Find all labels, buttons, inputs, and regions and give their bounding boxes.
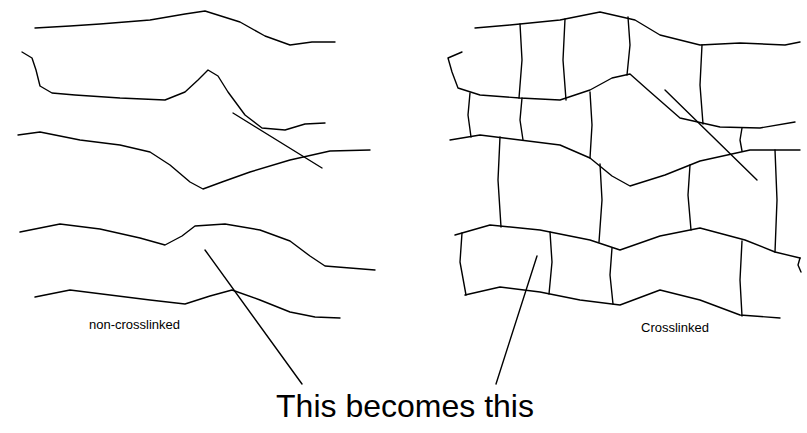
- crosslink: [590, 92, 592, 158]
- polymer-chain: [233, 113, 322, 168]
- polymer-chain: [18, 132, 370, 189]
- polymer-chain: [35, 11, 335, 45]
- polymer-chain: [450, 135, 800, 186]
- crosslink: [599, 164, 602, 242]
- polymer-chain: [22, 52, 325, 130]
- crosslink: [775, 150, 777, 252]
- crosslink: [520, 98, 523, 140]
- panel-label: non-crosslinked: [88, 318, 181, 333]
- crosslinked-network: [448, 12, 801, 318]
- caption-text: This becomes this: [275, 388, 535, 425]
- leader-line: [496, 256, 537, 384]
- polymer-chain: [465, 287, 780, 318]
- crosslink: [740, 241, 742, 316]
- polymer-chain: [448, 52, 795, 128]
- crosslink: [468, 93, 471, 137]
- leader-line: [205, 250, 302, 384]
- crosslink: [519, 24, 522, 98]
- crosslink: [549, 232, 552, 294]
- crosslink: [700, 45, 703, 124]
- crosslink: [460, 233, 466, 295]
- crosslink: [740, 128, 742, 151]
- crosslink: [563, 19, 566, 100]
- polymer-chain: [665, 90, 757, 180]
- crosslink: [610, 248, 613, 304]
- crosslink: [798, 258, 801, 272]
- crosslink: [688, 165, 691, 230]
- polymer-chain: [20, 224, 375, 270]
- polymer-chain: [455, 225, 800, 258]
- non-crosslinked-chains: [18, 11, 375, 318]
- polymer-chain: [475, 12, 800, 45]
- panel-label: Crosslinked: [640, 321, 710, 336]
- polymer-chain: [35, 290, 340, 318]
- crosslink: [498, 137, 501, 227]
- crosslink: [627, 17, 630, 75]
